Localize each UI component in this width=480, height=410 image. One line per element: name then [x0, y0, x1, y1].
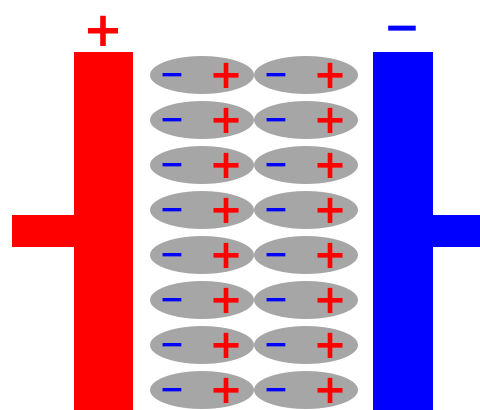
dielectric-molecule: −+ — [254, 322, 358, 368]
dielectric-molecules: −+−+−+−+−+−+−+−+−+−+−+−+−+−+−+−+ — [150, 52, 358, 410]
dielectric-molecule: −+ — [150, 187, 254, 233]
molecule-negative-sign: − — [263, 57, 288, 92]
molecule-positive-sign: + — [313, 142, 347, 188]
molecule-positive-sign: + — [209, 322, 243, 368]
molecule-positive-sign: + — [209, 97, 243, 143]
molecule-positive-sign: + — [209, 187, 243, 233]
molecule-positive-sign: + — [209, 52, 243, 98]
molecule-negative-sign: − — [159, 372, 184, 407]
dielectric-molecule: −+ — [150, 52, 254, 98]
molecule-negative-sign: − — [263, 147, 288, 182]
molecule-positive-sign: + — [209, 232, 243, 278]
negative-terminal-lead — [433, 215, 480, 247]
negative-plate — [373, 52, 433, 410]
molecule-negative-sign: − — [263, 237, 288, 272]
dielectric-molecule: −+ — [150, 322, 254, 368]
dielectric-molecule: −+ — [150, 367, 254, 410]
molecule-positive-sign: + — [313, 187, 347, 233]
dielectric-molecule: −+ — [254, 277, 358, 323]
dielectric-molecule: −+ — [150, 277, 254, 323]
molecule-positive-sign: + — [313, 232, 347, 278]
molecule-positive-sign: + — [313, 322, 347, 368]
molecule-negative-sign: − — [263, 192, 288, 227]
molecule-positive-sign: + — [313, 367, 347, 410]
molecule-negative-sign: − — [159, 327, 184, 362]
dielectric-molecule: −+ — [254, 97, 358, 143]
dielectric-molecule: −+ — [150, 97, 254, 143]
molecule-negative-sign: − — [263, 282, 288, 317]
dielectric-molecule: −+ — [150, 232, 254, 278]
dielectric-molecule: −+ — [254, 187, 358, 233]
positive-plate — [74, 52, 133, 410]
molecule-positive-sign: + — [209, 367, 243, 410]
dielectric-molecule: −+ — [254, 142, 358, 188]
positive-terminal-lead — [12, 215, 74, 247]
dielectric-molecule: −+ — [254, 232, 358, 278]
molecule-negative-sign: − — [159, 147, 184, 182]
molecule-negative-sign: − — [159, 282, 184, 317]
dielectric-molecule: −+ — [150, 142, 254, 188]
molecule-positive-sign: + — [313, 277, 347, 323]
positive-plate-label: + — [83, 2, 123, 58]
molecule-negative-sign: − — [263, 102, 288, 137]
molecule-negative-sign: − — [159, 102, 184, 137]
molecule-negative-sign: − — [263, 372, 288, 407]
molecule-negative-sign: − — [159, 192, 184, 227]
negative-plate-label: − — [384, 2, 421, 53]
molecule-positive-sign: + — [209, 142, 243, 188]
molecule-negative-sign: − — [159, 237, 184, 272]
molecule-positive-sign: + — [313, 52, 347, 98]
dielectric-molecule: −+ — [254, 52, 358, 98]
molecule-positive-sign: + — [209, 277, 243, 323]
molecule-negative-sign: − — [263, 327, 288, 362]
dielectric-molecule: −+ — [254, 367, 358, 410]
molecule-negative-sign: − — [159, 57, 184, 92]
molecule-positive-sign: + — [313, 97, 347, 143]
